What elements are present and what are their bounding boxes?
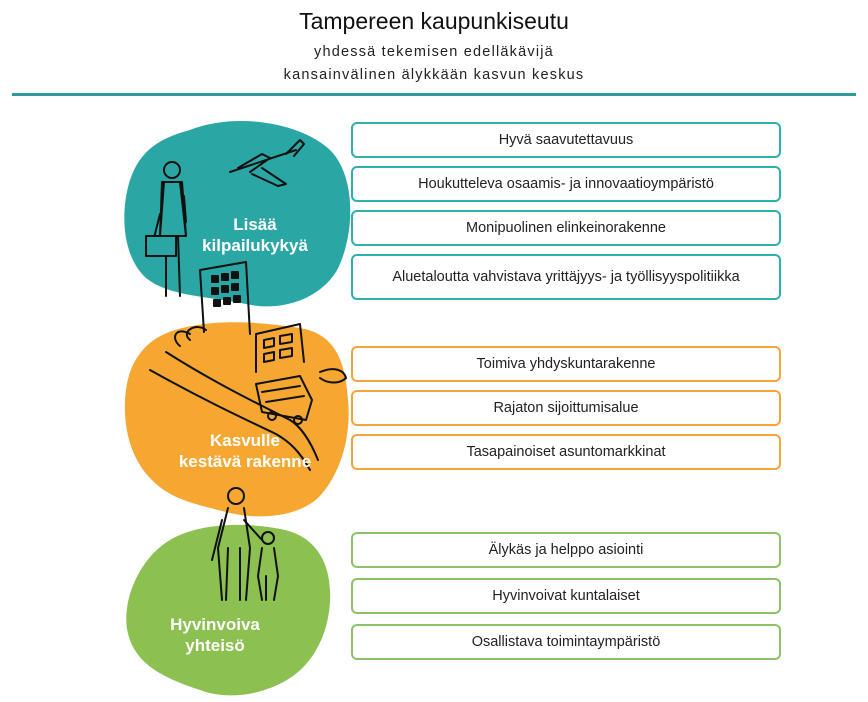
building-icon <box>199 261 251 335</box>
subtitle-line-2: kansainvälinen älykkään kasvun keskus <box>283 67 585 83</box>
section-label-line-2: kestävä rakenne <box>178 452 312 471</box>
airplane-icon <box>229 139 305 187</box>
goal-box: Tasapainoiset asuntomarkkinat <box>351 434 781 470</box>
teal-blob <box>124 120 351 307</box>
goal-box: Osallistava toimintaympäristö <box>351 624 781 660</box>
section-label-line-1: Hyvinvoiva <box>170 615 260 634</box>
green-blob <box>126 524 331 696</box>
goal-box: Houkutteleva osaamis- ja innovaatioympär… <box>351 166 781 202</box>
goal-box: Hyvä saavutettavuus <box>351 122 781 158</box>
goal-box: Rajaton sijoittumisalue <box>351 390 781 426</box>
section-label-line-2: yhteisö <box>185 636 245 655</box>
orange-blob <box>124 322 349 517</box>
goal-box: Hyvinvoivat kuntalaiset <box>351 578 781 614</box>
page-title: Tampereen kaupunkiseutu <box>299 8 569 34</box>
bus-icon <box>255 375 313 425</box>
parent-child-icon <box>211 487 279 601</box>
goal-box: Älykäs ja helppo asiointi <box>351 532 781 568</box>
section-label-line-1: Lisää <box>233 215 277 234</box>
goal-box: Aluetaloutta vahvistava yrittäjyys- ja t… <box>351 254 781 300</box>
section-label-competitiveness: Lisää kilpailukykyä <box>190 214 320 256</box>
goal-box: Monipuolinen elinkeinorakenne <box>351 210 781 246</box>
header-divider <box>12 93 856 96</box>
section-label-structure: Kasvulle kestävä rakenne <box>150 430 340 472</box>
businessman-icon <box>145 161 187 297</box>
section-label-line-2: kilpailukykyä <box>202 236 308 255</box>
section-label-line-1: Kasvulle <box>210 431 280 450</box>
subtitle-line-1: yhdessä tekemisen edelläkävijä <box>314 44 554 60</box>
goal-box: Toimiva yhdyskuntarakenne <box>351 346 781 382</box>
section-label-community: Hyvinvoiva yhteisö <box>160 614 270 656</box>
apartment-icon <box>255 323 305 373</box>
